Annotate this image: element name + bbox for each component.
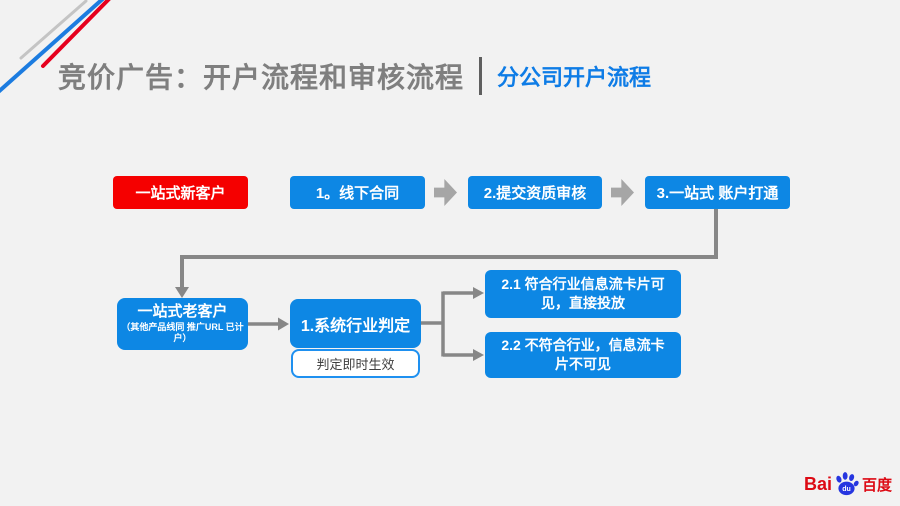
baidu-logo: Bai du 百度: [804, 470, 892, 499]
connector-arrowhead-right-icon: [278, 317, 289, 331]
flow-box-branch-no-match-label: 2.2 不符合行业，信息流卡片不可见: [501, 337, 665, 372]
slide-header: 竞价广告：开户流程和审核流程 分公司开户流程: [58, 56, 651, 96]
flow-box-step1-offline-contract: 1。线下合同: [290, 176, 425, 209]
baidu-logo-cn-text: 百度: [862, 477, 893, 494]
callout-judge-effective-label: 判定即时生效: [316, 357, 395, 372]
flow-box-industry-judge-label: 1.系统行业判定: [300, 317, 411, 335]
title-divider: [479, 57, 483, 95]
flow-box-branch-match: 2.1 符合行业信息流卡片可见，直接投放: [485, 270, 681, 318]
page-subtitle: 分公司开户流程: [497, 65, 652, 90]
flow-box-step3-account-open: 3.一站式 账户打通: [645, 176, 790, 209]
connector-arrowhead-down-icon: [175, 287, 189, 298]
block-arrow-icon: [611, 179, 634, 206]
flow-box-step2-label: 2.提交资质审核: [483, 185, 587, 202]
baidu-paw-icon: du: [836, 472, 859, 496]
page-title: 竞价广告：开户流程和审核流程: [58, 62, 465, 93]
flow-box-old-customer: 一站式老客户 （其他产品线同 推广URL 已计户）: [117, 298, 248, 350]
flow-box-old-customer-note: （其他产品线同 推广URL 已计户）: [121, 321, 244, 344]
baidu-logo-bai-text: Bai: [804, 474, 833, 494]
flow-box-branch-no-match: 2.2 不符合行业，信息流卡片不可见: [485, 332, 681, 378]
flow-box-new-customer-label: 一站式新客户: [135, 185, 226, 202]
flow-box-step3-label: 3.一站式 账户打通: [656, 185, 779, 202]
flow-box-industry-judge: 1.系统行业判定: [290, 299, 421, 348]
baidu-logo-du-text: du: [842, 486, 851, 493]
connector-arrowhead-right-icon: [473, 349, 484, 361]
connector-arrowhead-right-icon: [473, 287, 484, 299]
flow-box-step2-submit-review: 2.提交资质审核: [468, 176, 602, 209]
flow-box-old-customer-label: 一站式老客户: [137, 302, 228, 320]
flow-box-new-customer: 一站式新客户: [113, 176, 248, 209]
block-arrow-icon: [434, 179, 457, 206]
connector-judge-split: [421, 291, 474, 357]
flow-box-branch-match-label: 2.1 符合行业信息流卡片可见，直接投放: [501, 276, 665, 311]
flow-box-step1-label: 1。线下合同: [315, 185, 400, 202]
callout-judge-effective: 判定即时生效: [291, 349, 420, 378]
